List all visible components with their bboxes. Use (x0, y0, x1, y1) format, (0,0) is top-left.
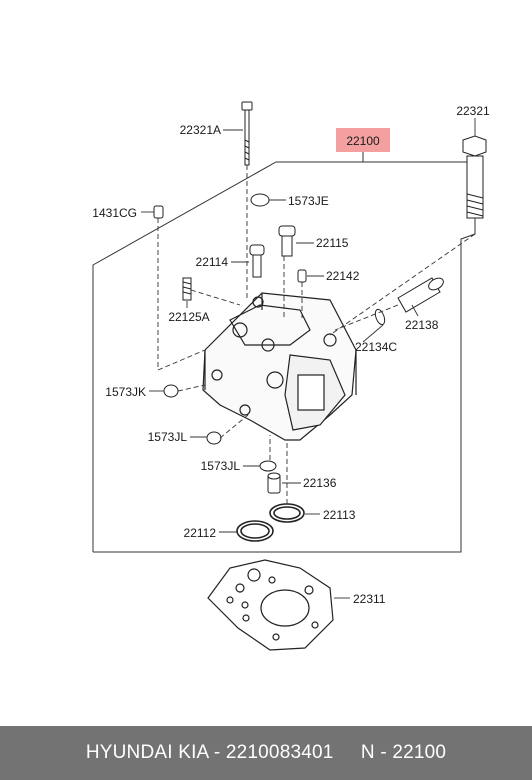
plug-1573JL-b-icon (259, 460, 277, 472)
assembly-label-22100[interactable]: 22100 (336, 128, 390, 162)
valve-guide-22115-icon (278, 225, 296, 257)
seat-ring-22113-icon (269, 503, 305, 523)
label-22311[interactable]: 22311 (353, 592, 386, 606)
label-22113[interactable]: 22113 (323, 508, 356, 522)
svg-text:22100: 22100 (346, 134, 380, 148)
label-22114[interactable]: 22114 (196, 255, 229, 269)
label-22136[interactable]: 22136 (303, 476, 337, 490)
label-22115[interactable]: 22115 (316, 236, 349, 250)
footer-part-number: HYUNDAI KIA - 2210083401 N - 22100 (85, 742, 447, 763)
plug-1573JL-a-icon (206, 431, 222, 445)
insert-22136-icon (267, 472, 281, 494)
bolt-22321-icon (462, 135, 487, 219)
label-22125A[interactable]: 22125A (168, 310, 209, 324)
stud-22125A-icon (182, 277, 192, 301)
cylinder-head-illustration (202, 292, 357, 441)
seat-ring-22112-icon (236, 520, 274, 542)
leader-lines (141, 118, 476, 599)
cap-1573JE-icon (250, 193, 270, 207)
pin-22142-icon (297, 269, 307, 283)
plug-22138-icon (397, 277, 444, 313)
label-1573JL-a[interactable]: 1573JL (148, 430, 188, 444)
label-1573JK[interactable]: 1573JK (105, 385, 146, 399)
label-22321A[interactable]: 22321A (180, 123, 221, 137)
bolt-22321A-icon (241, 101, 253, 166)
label-22138[interactable]: 22138 (405, 318, 439, 332)
label-22321[interactable]: 22321 (456, 104, 490, 118)
label-1573JE[interactable]: 1573JE (288, 194, 329, 208)
footer-bar: HYUNDAI KIA - 2210083401 N - 22100 (0, 726, 532, 780)
plug-1573JK-icon (163, 384, 179, 398)
label-1573JL-b[interactable]: 1573JL (201, 459, 241, 473)
label-22142[interactable]: 22142 (326, 269, 360, 283)
gasket-22311-icon (207, 559, 334, 651)
label-22112[interactable]: 22112 (184, 526, 217, 540)
seal-22134C-icon (374, 308, 386, 326)
label-1431CG[interactable]: 1431CG (92, 206, 137, 220)
label-22134C[interactable]: 22134C (355, 340, 397, 354)
parts-diagram: 22100 (92, 101, 490, 651)
pin-1431CG-icon (153, 205, 164, 219)
valve-guide-22114-icon (249, 244, 265, 278)
